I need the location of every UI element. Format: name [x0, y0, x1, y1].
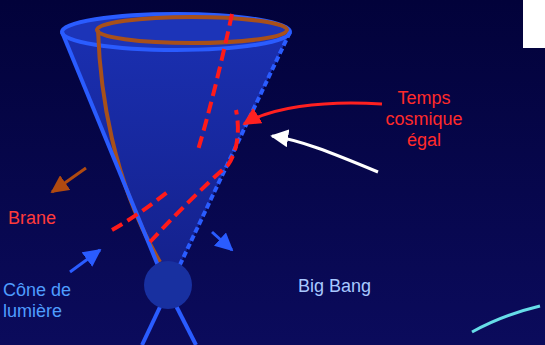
- cone-edge: [62, 32, 168, 290]
- pointer-arrow: [212, 232, 232, 250]
- big-bang-circle: [144, 261, 192, 309]
- brane-label: Brane: [8, 208, 98, 229]
- equal-time-line: [198, 14, 232, 150]
- equal-time-line: [150, 110, 238, 242]
- big-bang-label: Big Bang: [298, 276, 408, 297]
- pointer-arrow: [244, 103, 382, 124]
- equal-time-line: [112, 190, 170, 230]
- pointer-arrow: [70, 250, 100, 272]
- brane-rim: [97, 17, 287, 43]
- light-cone-label: Cône de lumière: [3, 280, 83, 322]
- pointer-arrow: [52, 168, 86, 192]
- cyan-curve: [472, 306, 540, 332]
- time-label: Temps cosmique égal: [378, 88, 470, 151]
- cone-body: [62, 32, 290, 290]
- white-panel: [523, 0, 545, 48]
- pointer-arrow: [272, 136, 378, 172]
